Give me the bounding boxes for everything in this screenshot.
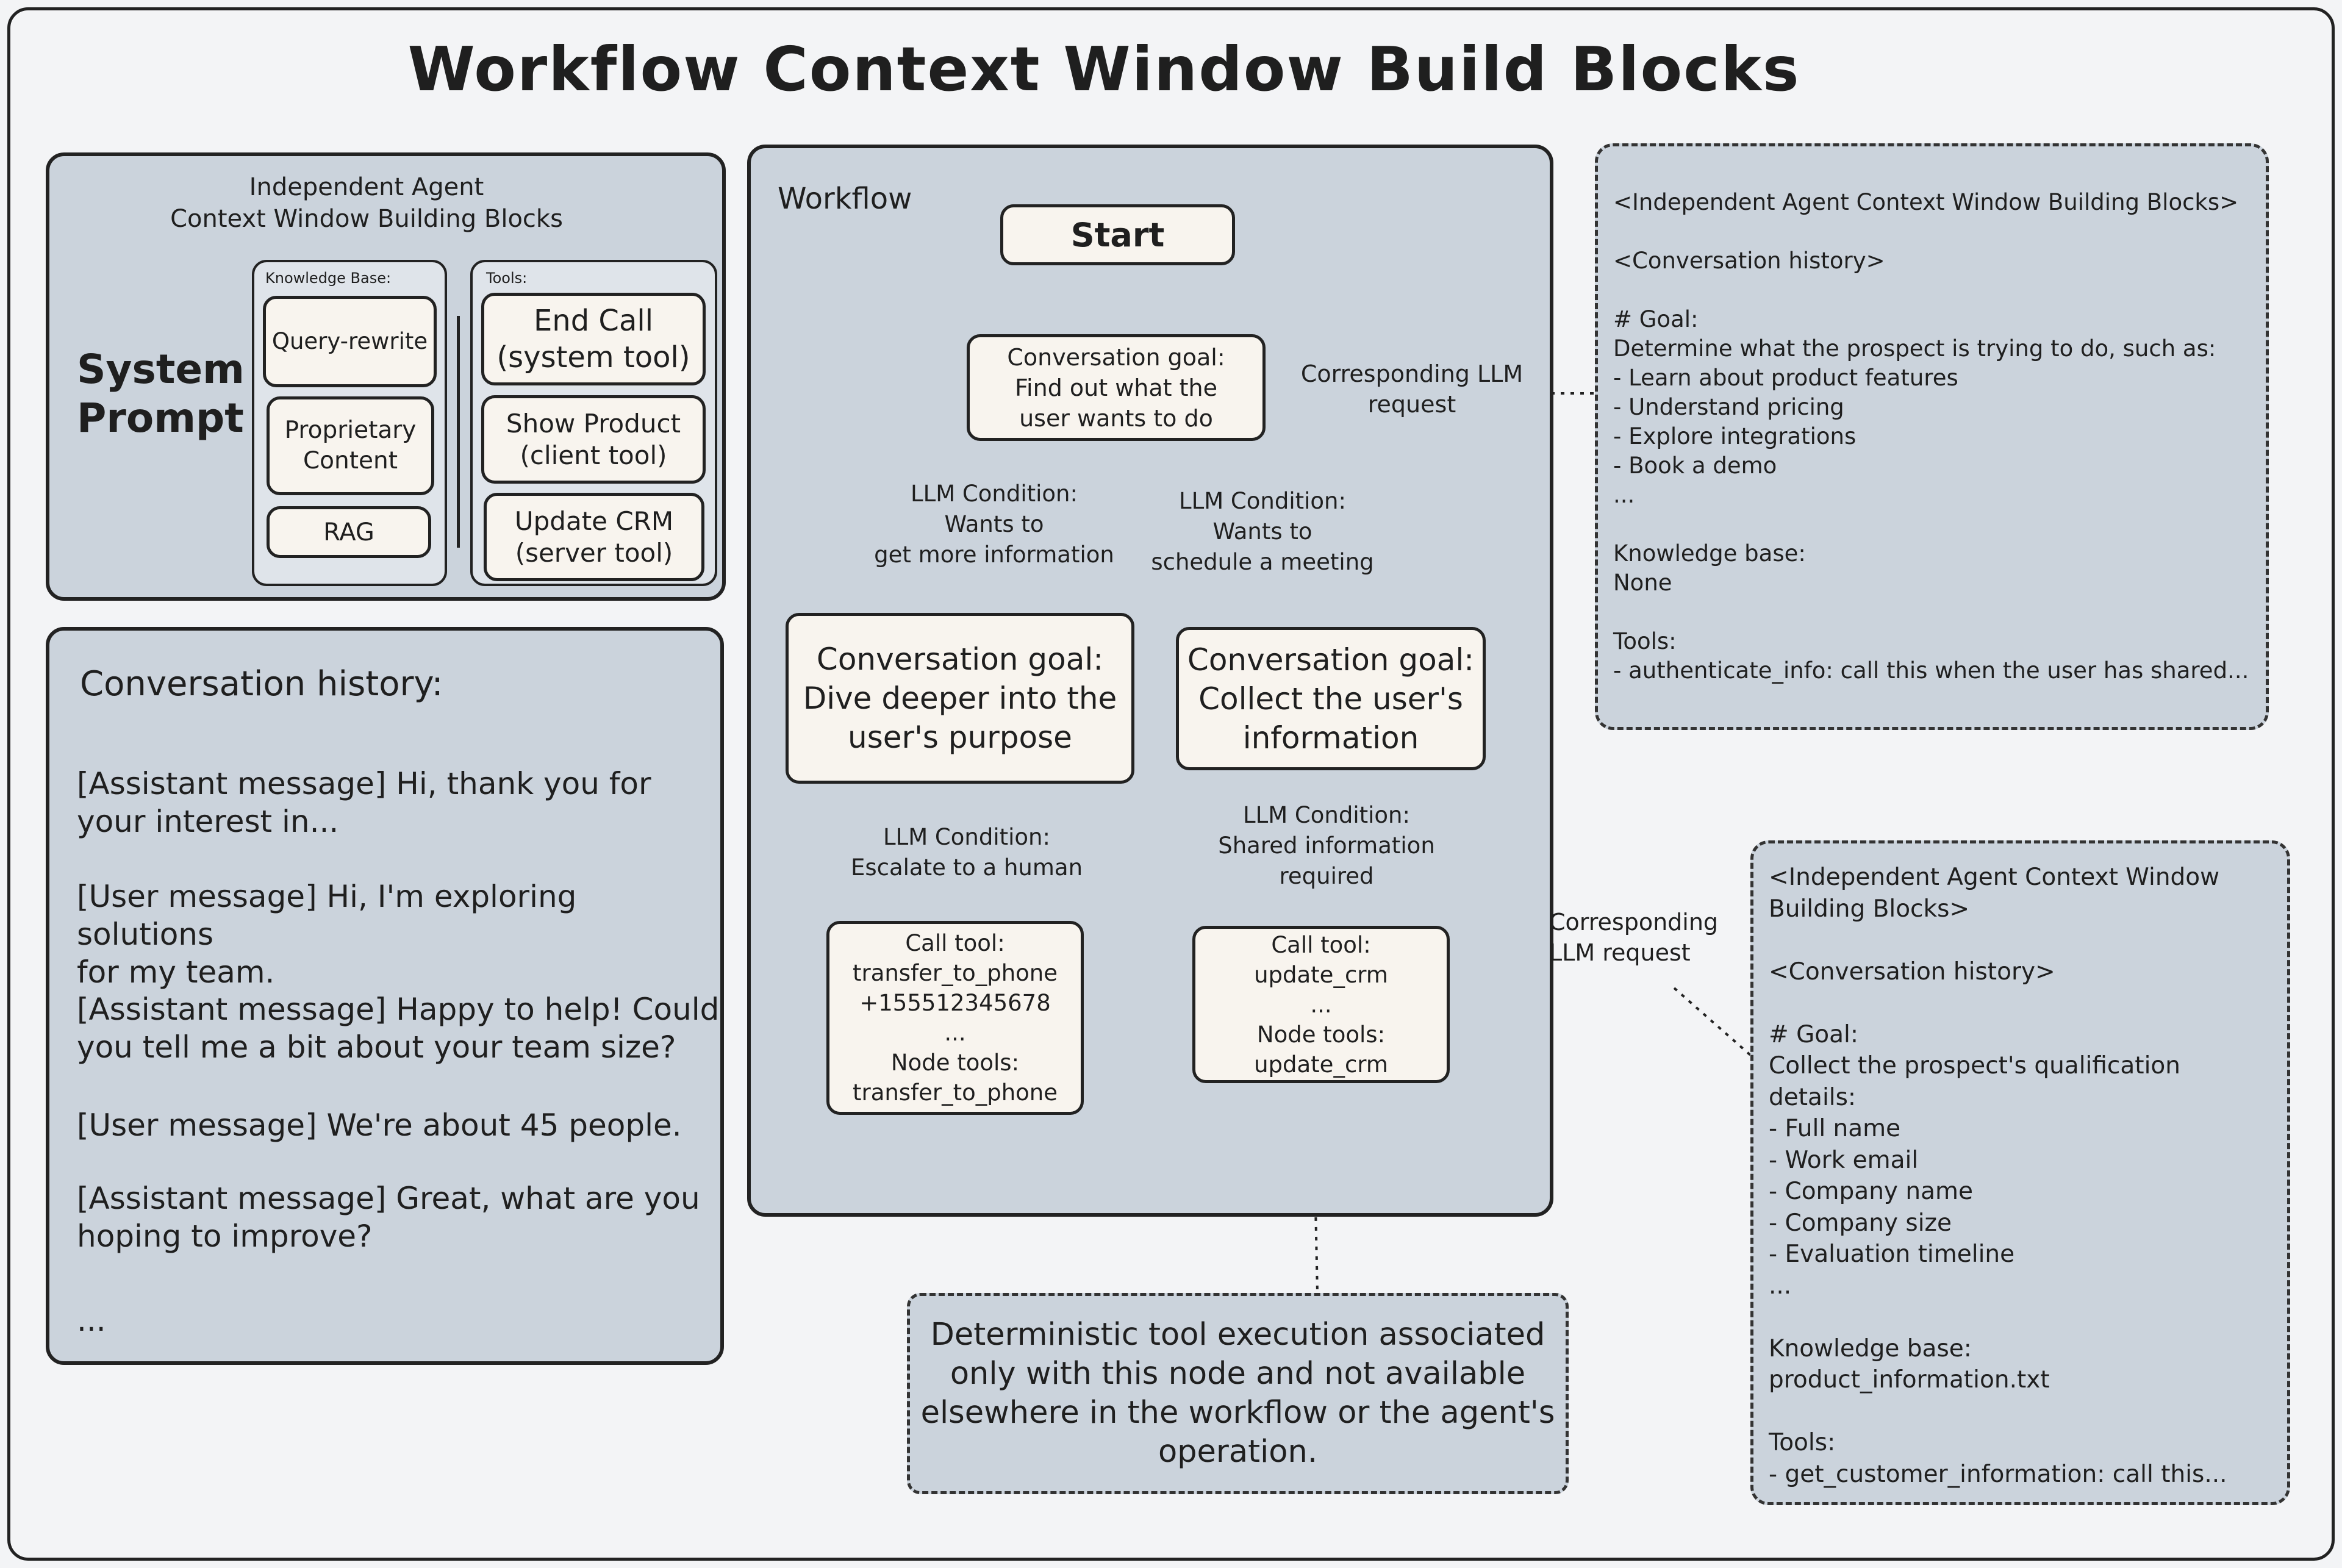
tool-node-transfer: Call tool: transfer_to_phone +1555123456…: [826, 921, 1084, 1115]
goal-node-collect-info: Conversation goal: Collect the user's in…: [1176, 627, 1486, 770]
conversation-message: [User message] We're about 45 people.: [77, 1108, 682, 1143]
tools-panel: Tools: End Call (system tool) Show Produ…: [470, 260, 717, 586]
conversation-message: [Assistant message] Hi, thank you for yo…: [77, 766, 651, 839]
tool-end-call: End Call (system tool): [481, 293, 706, 385]
condition-schedule-meeting: LLM Condition: Wants to schedule a meeti…: [1151, 488, 1374, 575]
kb-item-proprietary-content: Proprietary Content: [267, 396, 434, 495]
llm-request-bottom: <Independent Agent Context Window Buildi…: [1750, 840, 2290, 1505]
system-prompt-label: System Prompt: [77, 346, 245, 442]
deterministic-note: Deterministic tool execution associated …: [907, 1293, 1569, 1494]
knowledge-base-label: Knowledge Base:: [265, 270, 392, 287]
conversation-message: [Assistant message] Happy to help! Could…: [77, 992, 720, 1065]
start-node: Start: [1000, 204, 1235, 265]
llm-request-bottom-text: <Independent Agent Context Window Buildi…: [1769, 864, 2227, 1488]
corresponding-request-label-bottom: Corresponding LLM request: [1549, 909, 1719, 966]
conversation-message: [Assistant message] Great, what are you …: [77, 1181, 700, 1254]
independent-agent-panel: Independent Agent Context Window Buildin…: [46, 152, 726, 601]
goal-node-dive-deeper: Conversation goal: Dive deeper into the …: [786, 613, 1134, 784]
kb-item-rag: RAG: [267, 506, 431, 558]
llm-request-top-text: <Independent Agent Context Window Buildi…: [1613, 189, 2249, 684]
corresponding-request-label-top: Corresponding LLM request: [1300, 360, 1524, 418]
dotted-tool-to-note: [1312, 1090, 1319, 1294]
workflow-label: Workflow: [778, 182, 912, 216]
independent-agent-header: Independent Agent Context Window Buildin…: [170, 173, 563, 233]
tool-show-product: Show Product (client tool): [481, 395, 706, 484]
goal-node-root: Conversation goal: Find out what the use…: [967, 334, 1266, 441]
tool-update-crm: Update CRM (server tool): [484, 493, 704, 581]
kb-item-query-rewrite: Query-rewrite: [263, 296, 437, 387]
panel-divider: [457, 316, 460, 548]
llm-request-top: <Independent Agent Context Window Buildi…: [1595, 143, 2269, 730]
conversation-message: ...: [77, 1303, 106, 1338]
conversation-message: [User message] Hi, I'm exploring solutio…: [77, 879, 577, 990]
condition-get-more-info: LLM Condition: Wants to get more informa…: [874, 481, 1114, 568]
condition-shared-info: LLM Condition: Shared information requir…: [1218, 802, 1435, 889]
conversation-history-panel: Conversation history: [Assistant message…: [46, 627, 724, 1365]
tools-label: Tools:: [486, 270, 528, 287]
condition-escalate: LLM Condition: Escalate to a human: [850, 824, 1083, 881]
tool-node-update-crm: Call tool: update_crm ... Node tools: up…: [1192, 926, 1450, 1083]
conversation-history-title: Conversation history:: [80, 664, 443, 704]
dotted-bottom-request-b: [1673, 987, 1752, 1056]
diagram-title: Workflow Context Window Build Blocks: [407, 34, 1800, 105]
knowledge-base-panel: Knowledge Base: Query-rewrite Proprietar…: [252, 260, 447, 586]
